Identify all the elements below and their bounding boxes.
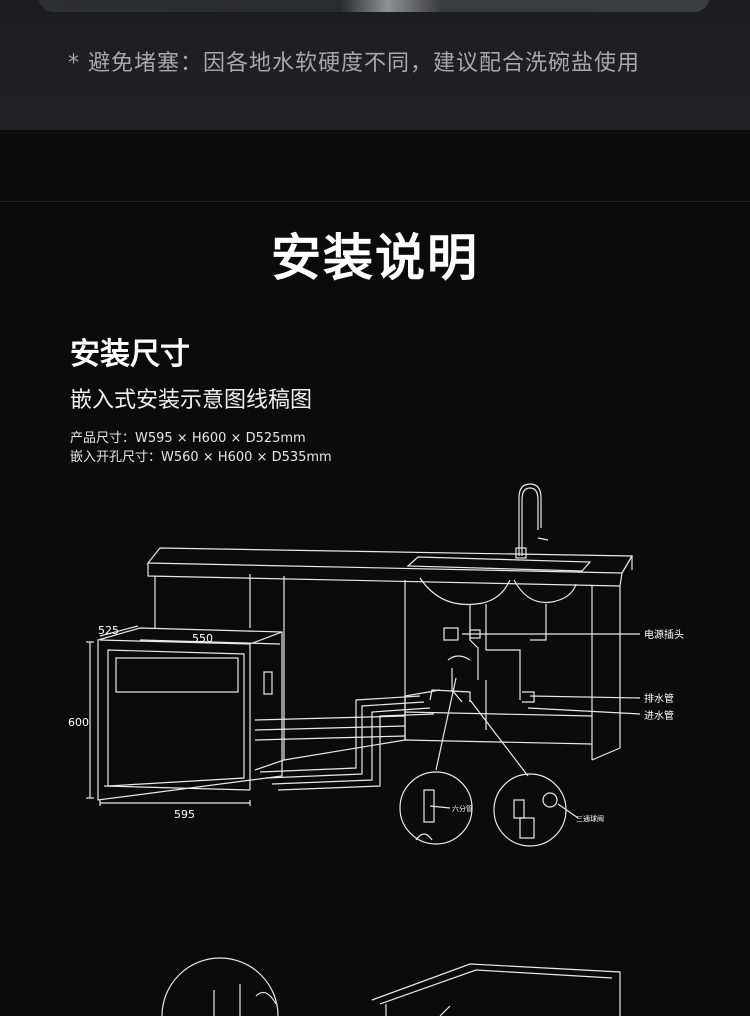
dim-depth-label: 525	[98, 624, 119, 637]
top-section: * 避免堵塞：因各地水软硬度不同，建议配合洗碗盐使用	[0, 0, 750, 130]
cutout-size: 嵌入开孔尺寸：W560 × H600 × D535mm	[70, 450, 332, 465]
product-size: 产品尺寸：W595 × H600 × D525mm	[70, 431, 306, 446]
bottom-detail-circle	[161, 957, 279, 1016]
bottom-dishwasher-outline	[371, 963, 621, 1016]
dim-width-top-label: 550	[192, 632, 213, 645]
power-plug-label: 电源插头	[644, 628, 684, 641]
dishwasher-drawing	[86, 625, 283, 806]
installation-diagram: 525 550 600 595 电源插头 排水管 进水管 六分管 三通球阀	[68, 483, 684, 1016]
inlet-pipe-label: 进水管	[644, 709, 674, 722]
diagram-caption: 嵌入式安装示意图线稿图	[70, 388, 313, 413]
section-title: 安装说明	[271, 229, 479, 287]
salt-tip-note: * 避免堵塞：因各地水软硬度不同，建议配合洗碗盐使用	[68, 51, 640, 76]
drain-pipe-label: 排水管	[644, 692, 674, 705]
valve-label: 三通球阀	[576, 814, 604, 823]
product-image-edge	[38, 0, 710, 12]
dim-width-bottom-label: 595	[174, 808, 195, 821]
valve-detail	[493, 773, 579, 847]
hex-pipe-detail	[399, 771, 473, 845]
section-divider	[0, 201, 750, 202]
hex-pipe-label: 六分管	[452, 804, 473, 813]
sub-title: 安装尺寸	[70, 337, 190, 372]
dim-height-label: 600	[68, 716, 89, 729]
faucet-icon	[515, 483, 549, 559]
